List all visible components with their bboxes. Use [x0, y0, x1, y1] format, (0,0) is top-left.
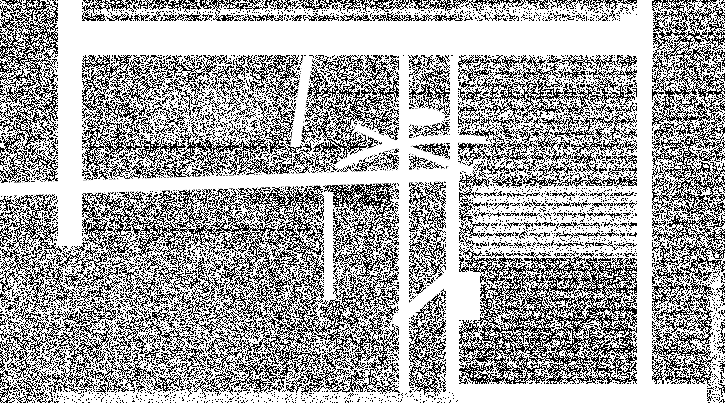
- map-canvas[interactable]: [0, 0, 725, 403]
- dithered-map-view: [0, 0, 725, 403]
